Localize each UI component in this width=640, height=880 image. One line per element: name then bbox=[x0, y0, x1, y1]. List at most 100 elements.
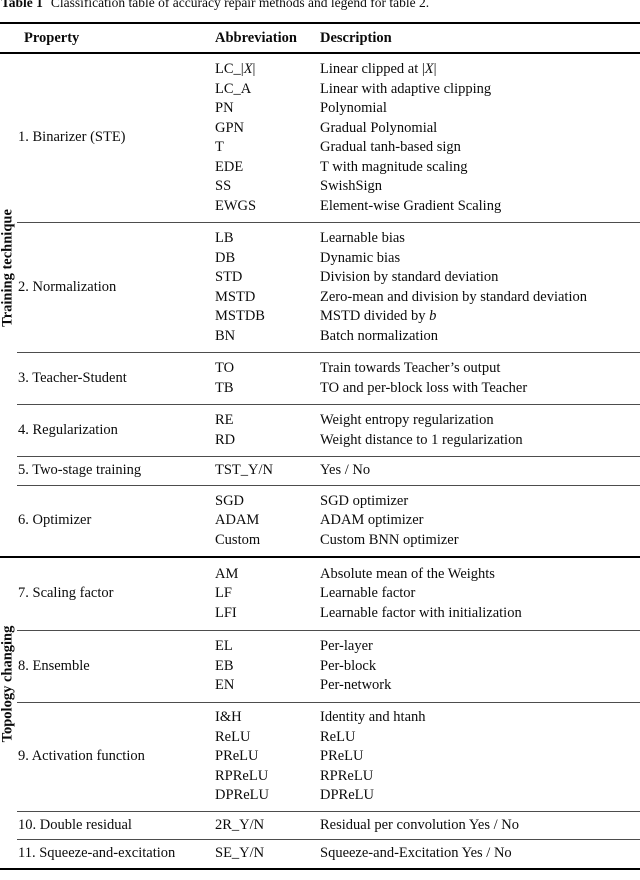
abbreviation-cell: MSTDB bbox=[215, 308, 265, 324]
property-cell: 8. Ensemble bbox=[18, 657, 90, 674]
group-label-training-technique: Training technique bbox=[0, 209, 16, 327]
description-cell: Division by standard deviation bbox=[320, 269, 499, 285]
table-body: Training technique 1. Binarizer (STE) LC_|… bbox=[0, 54, 640, 868]
abbreviation-cell: SGD bbox=[215, 492, 245, 509]
section-divider-rule bbox=[17, 629, 640, 631]
description-cell: Gradual Polynomial bbox=[320, 119, 438, 136]
abbreviation-cell: SE_Y/N bbox=[215, 845, 265, 861]
description-cell: Polynomial bbox=[320, 100, 387, 116]
abbreviation-cell: LC_|X| bbox=[215, 61, 256, 77]
bottom-rule bbox=[0, 867, 640, 870]
description-cell: Gradual tanh-based sign bbox=[320, 139, 461, 155]
group-divider-rule bbox=[0, 556, 640, 558]
property-cell: 1. Binarizer (STE) bbox=[18, 129, 126, 146]
property-cell: 9. Activation function bbox=[18, 748, 145, 764]
abbreviation-cell: EN bbox=[215, 677, 235, 693]
table-header-row: Property Abbreviation Description bbox=[0, 24, 640, 52]
abbreviation-cell: MSTD bbox=[215, 288, 256, 305]
abbreviation-cell: 2R_Y/N bbox=[215, 816, 265, 833]
property-cell: 5. Two-stage training bbox=[18, 462, 142, 478]
description-cell: PReLU bbox=[320, 748, 364, 764]
abbreviation-cell: RE bbox=[215, 412, 234, 428]
table-caption: Table 1 Classification table of accuracy … bbox=[1, 0, 429, 10]
section-divider-rule bbox=[17, 456, 640, 457]
section-divider-rule bbox=[17, 839, 640, 840]
table-caption-label: Table 1 bbox=[1, 0, 43, 10]
description-cell: Linear with adaptive clipping bbox=[320, 80, 492, 97]
property-cell: 2. Normalization bbox=[18, 278, 117, 295]
description-cell: Element-wise Gradient Scaling bbox=[320, 197, 502, 214]
abbreviation-cell: ReLU bbox=[215, 728, 251, 745]
description-cell: Weight distance to 1 regularization bbox=[320, 431, 523, 448]
abbreviation-cell: I&H bbox=[215, 709, 242, 725]
abbreviation-cell: TB bbox=[215, 379, 234, 396]
abbreviation-cell: PReLU bbox=[215, 748, 259, 764]
description-cell: Weight entropy regularization bbox=[320, 412, 494, 428]
section-divider-rule bbox=[17, 702, 640, 703]
abbreviation-cell: EDE bbox=[215, 158, 244, 175]
property-cell: 4. Regularization bbox=[18, 421, 118, 438]
abbreviation-cell: LFI bbox=[215, 604, 237, 621]
abbreviation-cell: RD bbox=[215, 431, 236, 448]
description-cell: ADAM optimizer bbox=[320, 512, 424, 528]
property-cell: 7. Scaling factor bbox=[18, 585, 114, 601]
abbreviation-cell: DPReLU bbox=[215, 787, 269, 803]
description-cell: Yes / No bbox=[320, 462, 371, 478]
abbreviation-cell: GPN bbox=[215, 119, 245, 136]
abbreviation-cell: T bbox=[215, 139, 224, 155]
header-abbreviation: Abbreviation bbox=[215, 29, 297, 46]
description-cell: Per-block bbox=[320, 657, 377, 674]
description-cell: Per-network bbox=[320, 677, 392, 693]
abbreviation-cell: Custom bbox=[215, 531, 261, 548]
description-cell: SwishSign bbox=[320, 178, 383, 194]
abbreviation-cell: LF bbox=[215, 585, 232, 601]
abbreviation-cell: EB bbox=[215, 657, 234, 674]
abbreviation-cell: EL bbox=[215, 638, 233, 654]
description-cell: SGD optimizer bbox=[320, 492, 409, 509]
description-cell: Zero-mean and division by standard devia… bbox=[320, 288, 587, 305]
section-divider-rule bbox=[17, 484, 640, 486]
property-cell: 10. Double residual bbox=[18, 816, 132, 833]
description-cell: Custom BNN optimizer bbox=[320, 531, 459, 548]
description-cell: ReLU bbox=[320, 728, 356, 745]
abbreviation-cell: STD bbox=[215, 269, 243, 285]
section-7-scaling-factor: 7. Scaling factor AM Absolute mean of the … bbox=[0, 558, 640, 630]
classification-table: Property Abbreviation Description Traini… bbox=[0, 22, 640, 870]
description-cell: Identity and htanh bbox=[320, 709, 426, 725]
table-caption-text: Classification table of accuracy repair … bbox=[50, 0, 430, 10]
section-9-activation-function: 9. Activation function I&H Identity and ht… bbox=[0, 703, 640, 811]
section-4-regularization: 4. Regularization RE Weight entropy regula… bbox=[0, 405, 640, 456]
abbreviation-cell: BN bbox=[215, 327, 236, 344]
property-cell: 6. Optimizer bbox=[18, 512, 92, 528]
description-cell: Learnable bias bbox=[320, 230, 405, 246]
description-cell: Per-layer bbox=[320, 638, 373, 654]
description-cell: Absolute mean of the Weights bbox=[320, 565, 495, 582]
section-divider-rule bbox=[17, 352, 640, 353]
description-cell: Batch normalization bbox=[320, 327, 438, 344]
section-divider-rule bbox=[17, 222, 640, 223]
group-label-topology-changing: Topology changing bbox=[0, 625, 16, 743]
abbreviation-cell: AM bbox=[215, 565, 239, 582]
description-cell: Linear clipped at |X| bbox=[320, 61, 437, 77]
abbreviation-cell: RPReLU bbox=[215, 767, 269, 784]
description-cell: TO and per-block loss with Teacher bbox=[320, 379, 528, 396]
header-property: Property bbox=[24, 29, 80, 46]
header-rule bbox=[0, 52, 640, 54]
group-training-technique: Training technique 1. Binarizer (STE) LC_|… bbox=[0, 54, 640, 556]
section-divider-rule bbox=[17, 404, 640, 405]
abbreviation-cell: PN bbox=[215, 100, 234, 116]
abbreviation-cell: TST_Y/N bbox=[215, 462, 273, 478]
property-cell: 3. Teacher-Student bbox=[18, 369, 127, 386]
abbreviation-cell: SS bbox=[215, 178, 232, 194]
section-5-two-stage-training: 5. Two-stage training TST_Y/N Yes / No bbox=[0, 457, 640, 485]
description-cell: T with magnitude scaling bbox=[320, 158, 468, 175]
abbreviation-cell: TO bbox=[215, 360, 235, 376]
description-cell: DPReLU bbox=[320, 787, 374, 803]
